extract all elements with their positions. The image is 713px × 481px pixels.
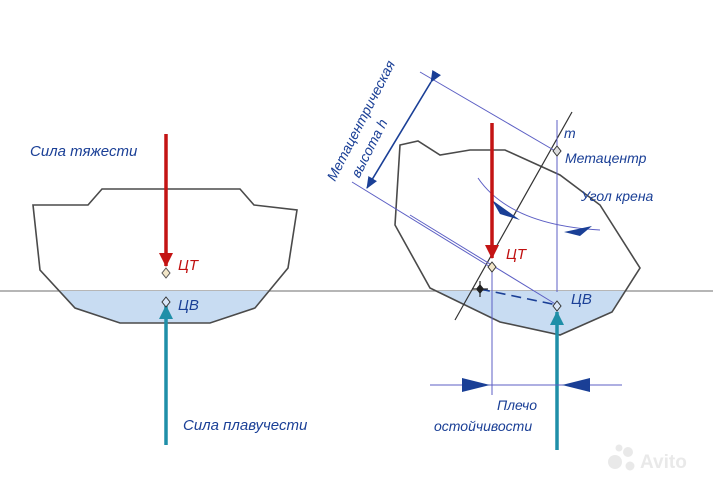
left-hull bbox=[32, 188, 298, 324]
left-cg-marker bbox=[161, 267, 171, 279]
right-cb-label: ЦВ bbox=[571, 291, 592, 308]
metacentric-height-label: Метацентрическая высота h bbox=[323, 57, 398, 183]
metacentric-dimension bbox=[366, 69, 441, 189]
left-cg-label: ЦТ bbox=[178, 257, 200, 274]
metacenter-label: Метацентр bbox=[565, 150, 647, 166]
heel-angle-label: Угол крена bbox=[580, 188, 654, 204]
metacentric-guide-upper bbox=[419, 71, 558, 153]
heel-angle-arrowhead-right bbox=[564, 226, 592, 236]
watermark-text: Avito bbox=[640, 452, 687, 473]
stability-guide-1 bbox=[409, 214, 558, 306]
metacentric-guide-lower bbox=[351, 181, 493, 269]
avito-watermark: Avito bbox=[608, 444, 687, 473]
metacenter-marker bbox=[552, 145, 562, 157]
heel-angle-arrowhead-left bbox=[492, 200, 520, 220]
right-cg-marker bbox=[487, 261, 497, 273]
heel-angle-arc bbox=[477, 177, 601, 231]
left-cb-label: ЦВ bbox=[178, 297, 199, 314]
stability-arm-arrow-left bbox=[462, 378, 490, 392]
left-gravity-label: Сила тяжести bbox=[30, 143, 138, 160]
right-cg-label: ЦТ bbox=[506, 246, 528, 263]
left-buoyancy-label: Сила плавучести bbox=[183, 417, 308, 434]
right-diagram: Метацентрическая высота h m Метацентр Уг… bbox=[323, 57, 654, 450]
right-water-fill bbox=[395, 291, 640, 335]
stability-guide-2 bbox=[479, 288, 558, 306]
metacenter-letter: m bbox=[564, 125, 576, 141]
left-cb-marker bbox=[161, 296, 171, 308]
avito-dots-icon bbox=[608, 444, 635, 471]
right-hull bbox=[394, 140, 641, 336]
right-cb-marker bbox=[552, 300, 562, 312]
left-diagram: Сила тяжести ЦТ ЦВ Сила плавучести bbox=[30, 134, 308, 445]
stability-arm-arrow-right bbox=[562, 378, 590, 392]
stability-arm-label-2: остойчивости bbox=[434, 418, 532, 434]
stability-arm-label-1: Плечо bbox=[497, 397, 537, 413]
